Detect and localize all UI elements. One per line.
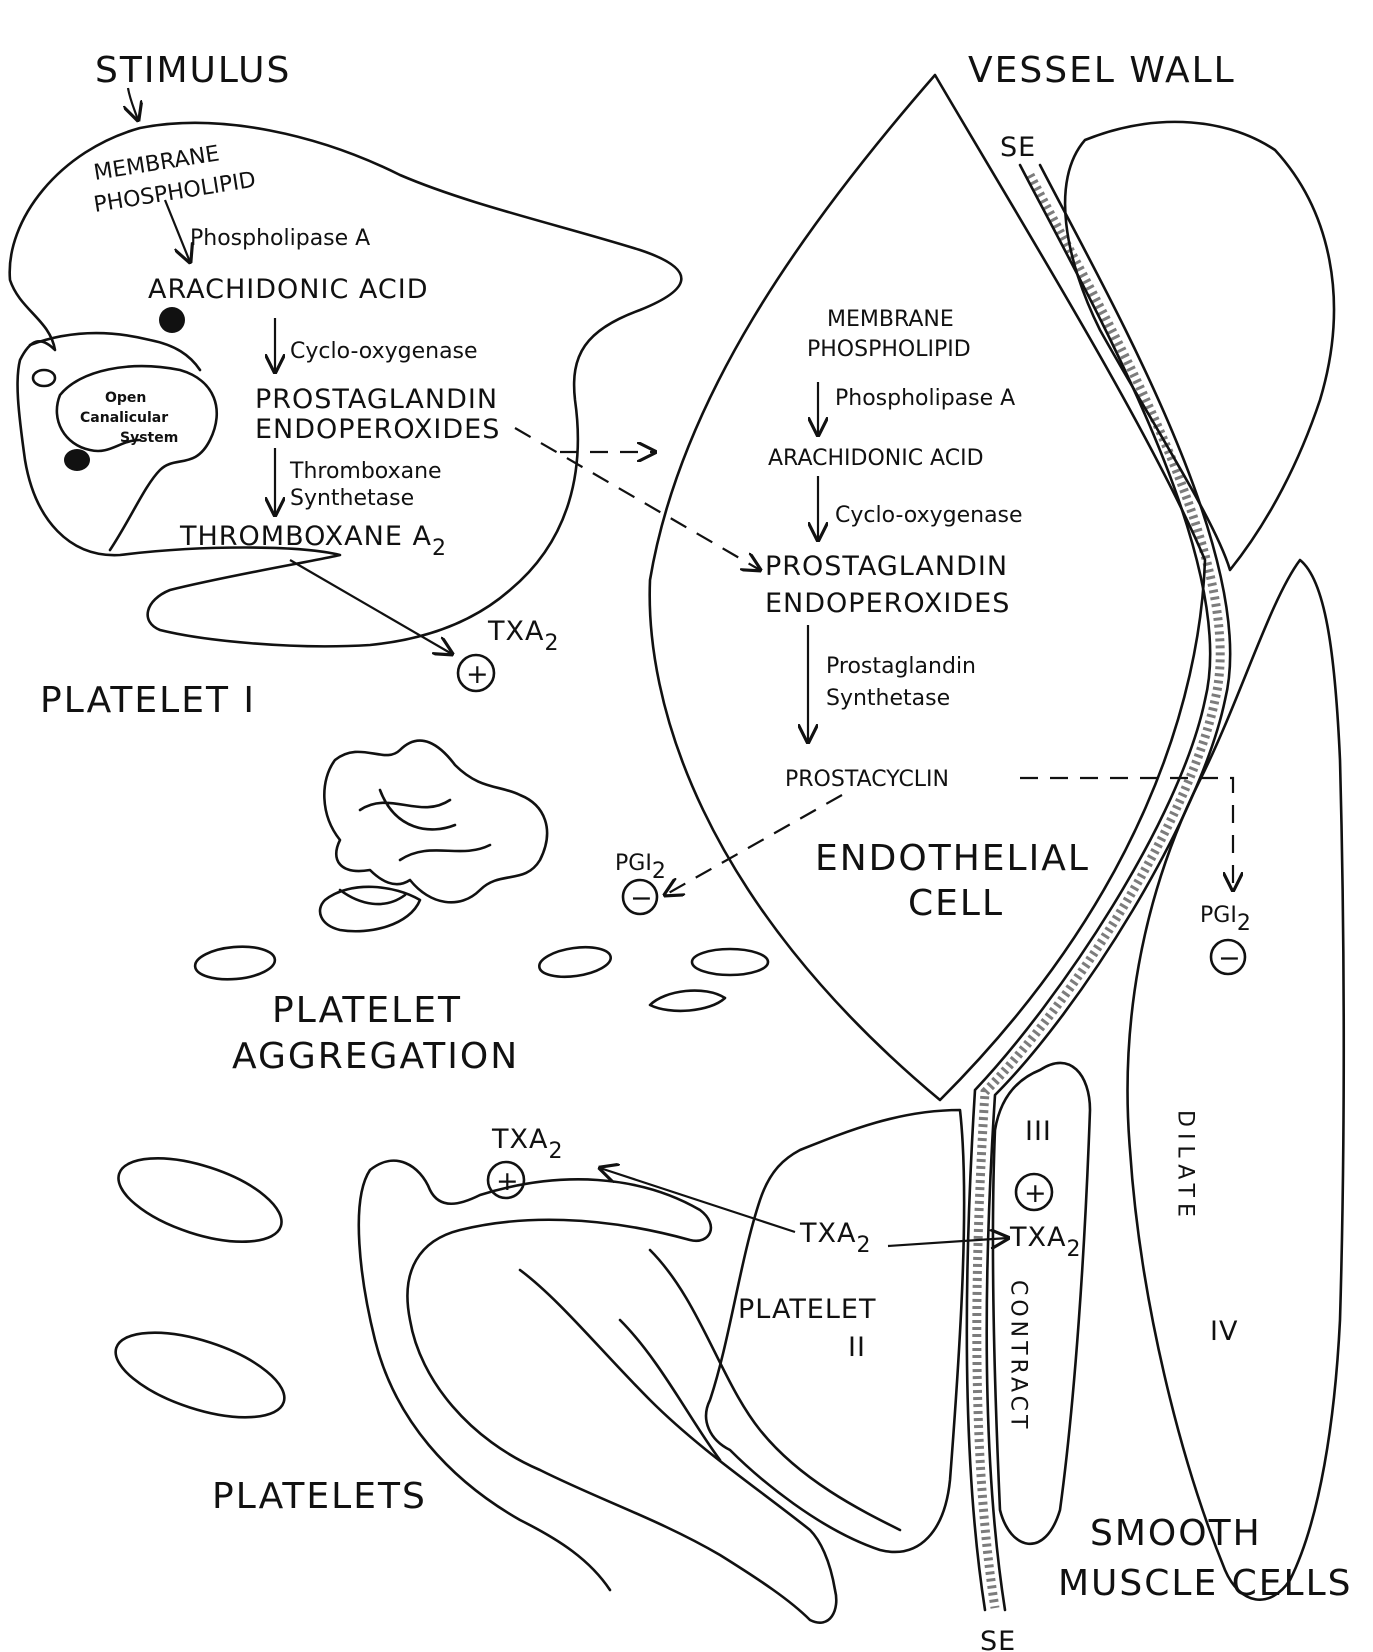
platelet-ii-label-2: II (848, 1332, 866, 1363)
aggregation-label-2: AGGREGATION (232, 1036, 519, 1077)
thromboxane-text: THROMBOXANE A (179, 521, 432, 552)
platelet-ii-txa2-to-muscle (888, 1238, 1008, 1246)
txa-sub: 2 (544, 631, 559, 656)
plus-sign: + (496, 1166, 520, 1197)
platelets-label: PLATELETS (212, 1476, 427, 1517)
txa-sub: 2 (1066, 1237, 1081, 1262)
canalicular-inner (30, 333, 200, 370)
platelet-enzyme-3b: Synthetase (290, 486, 414, 511)
dense-granule (64, 449, 90, 471)
adherent-platelet-inner (620, 1250, 900, 1530)
endo-enzyme-1: Phospholipase A (835, 386, 1015, 411)
txa-sub: 2 (548, 1139, 563, 1164)
txa-text: TXA (799, 1218, 856, 1249)
platelet-i-label: PLATELET I (40, 680, 256, 721)
txa-text: TXA (491, 1124, 548, 1155)
platelet-disc (537, 943, 612, 981)
platelet-disc (194, 944, 276, 983)
stimulus-label: STIMULUS (95, 50, 291, 91)
endothelial-label-1: ENDOTHELIAL (815, 838, 1090, 879)
pgi-text: PGI (1200, 903, 1237, 928)
txa2-release-arrow (290, 560, 452, 654)
aggregation-label-1: PLATELET (272, 990, 462, 1031)
vessel-wall-label: VESSEL WALL (968, 50, 1236, 91)
txa2-label-4: TXA2 (1009, 1222, 1081, 1262)
contract-label: CONTRACT (1006, 1280, 1031, 1432)
minus-sign: − (630, 883, 654, 914)
platelet-arachidonic-label: ARACHIDONIC ACID (148, 274, 429, 305)
platelet-enzyme-1: Phospholipase A (190, 226, 370, 251)
minus-sign: − (1218, 943, 1242, 974)
thromboxane-sub: 2 (432, 536, 447, 561)
smooth-label-2: MUSCLE CELLS (1058, 1563, 1353, 1604)
pgi-sub: 2 (652, 859, 666, 884)
smooth-muscle-iv (1128, 560, 1344, 1600)
vesicle (33, 370, 55, 386)
pgi-text: PGI (615, 851, 652, 876)
roman-iv-label: IV (1210, 1316, 1238, 1347)
platelet-disc (692, 949, 768, 975)
cell-outlines (10, 75, 1344, 1623)
smooth-label-1: SMOOTH (1090, 1513, 1262, 1554)
endo-prostaglandin-label: PROSTAGLANDIN (765, 551, 1008, 582)
smooth-muscle-top (1065, 122, 1334, 570)
dense-granule (159, 307, 185, 333)
platelet-endoperoxides-label: ENDOPEROXIDES (255, 414, 500, 445)
endo-arachidonic-label: ARACHIDONIC ACID (768, 446, 984, 471)
canalicular-label-2: Canalicular (80, 410, 168, 426)
platelet-arrow-1 (165, 200, 190, 262)
platelet-disc-large (109, 1141, 292, 1258)
aggregate-platelet (320, 887, 420, 931)
endo-membrane-label: MEMBRANE (827, 307, 954, 332)
dilate-label: DILATE (1173, 1110, 1198, 1223)
thromboxane-a2-label: THROMBOXANE A2 (179, 521, 447, 561)
txa-text: TXA (1009, 1222, 1066, 1253)
se-top-label: SE (1000, 132, 1036, 163)
endo-phospholipid-label: PHOSPHOLIPID (807, 337, 971, 362)
platelet-ii-label-1: PLATELET (738, 1294, 876, 1325)
stimulus-arrow (128, 88, 138, 120)
txa2-label-2: TXA2 (491, 1124, 563, 1164)
adherent-platelet-lower (359, 1161, 836, 1623)
platelet-disc-large (106, 1315, 294, 1434)
endo-enzyme-3a: Prostaglandin (826, 654, 976, 679)
txa-sub: 2 (856, 1233, 871, 1258)
se-bottom-label: SE (980, 1626, 1016, 1652)
platelet-enzyme-2: Cyclo-oxygenase (290, 339, 478, 364)
endothelial-label-2: CELL (908, 883, 1004, 924)
platelet-prostaglandin-label: PROSTAGLANDIN (255, 384, 498, 415)
pgi-sub: 2 (1237, 911, 1251, 936)
txa2-label-1: TXA2 (487, 616, 559, 656)
aggregate-cluster (324, 741, 547, 903)
txa-text: TXA (487, 616, 544, 647)
plus-sign: + (466, 659, 490, 690)
plus-sign: + (1024, 1178, 1048, 1209)
endo-enzyme-2: Cyclo-oxygenase (835, 503, 1023, 528)
canalicular-label-3: System (120, 430, 178, 446)
platelet-ii-txa2-to-platelets (600, 1168, 795, 1232)
roman-iii-label: III (1025, 1116, 1052, 1147)
platelet-ii-outline (706, 1110, 964, 1552)
pgi2-label-2: PGI2 (1200, 903, 1251, 936)
endoperoxide-transfer-dash (515, 428, 760, 570)
platelet-enzyme-3a: Thromboxane (289, 459, 442, 484)
canalicular-label-1: Open (105, 390, 146, 406)
prostacyclin-label: PROSTACYCLIN (785, 767, 949, 792)
endo-endoperoxides-label: ENDOPEROXIDES (765, 588, 1010, 619)
txa2-label-3: TXA2 (799, 1218, 871, 1258)
platelet-disc (650, 991, 725, 1011)
endo-enzyme-3b: Synthetase (826, 686, 950, 711)
